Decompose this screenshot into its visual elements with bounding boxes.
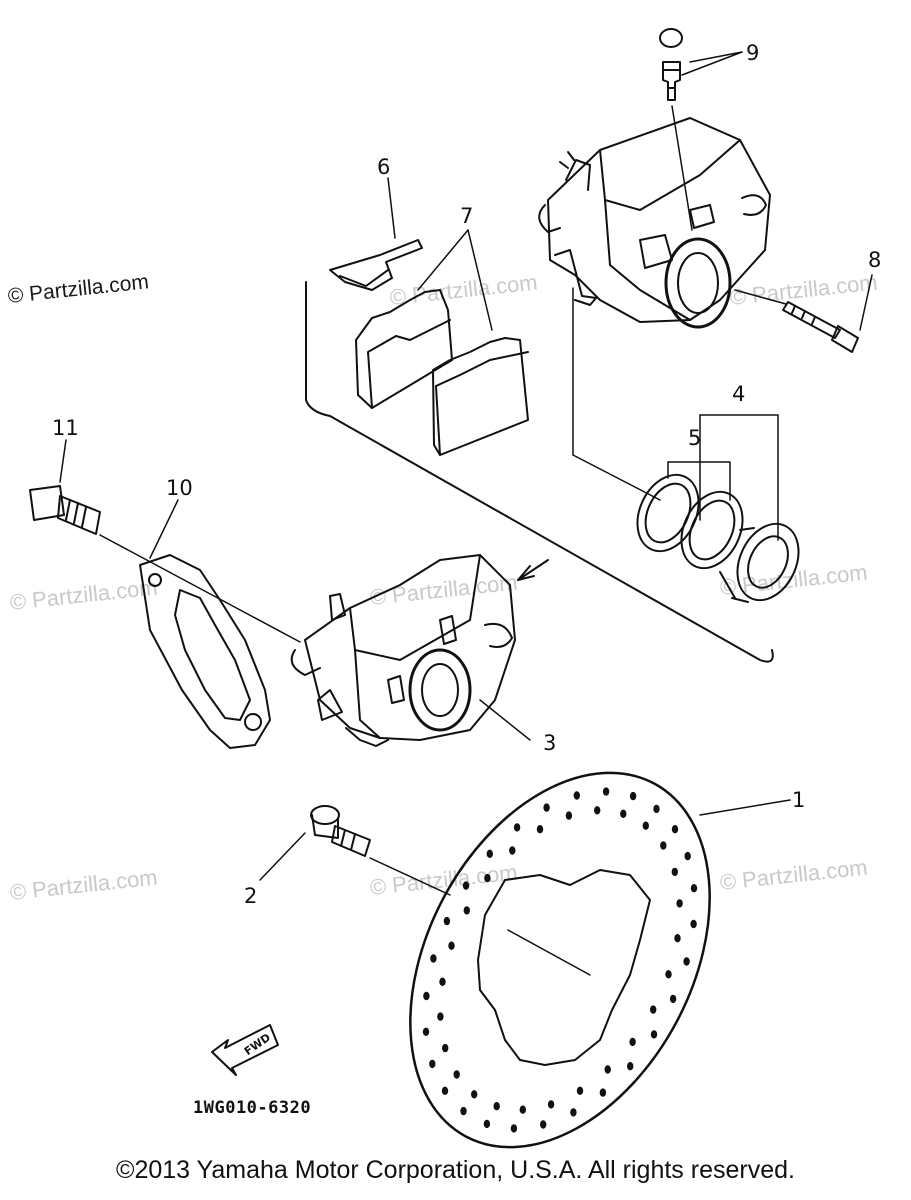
disc-hole xyxy=(627,1062,634,1071)
disc-hole xyxy=(439,977,446,986)
disc-hole xyxy=(422,1027,430,1037)
disc-hole xyxy=(441,1086,449,1096)
piston-seals xyxy=(636,473,800,603)
disc-hole xyxy=(423,991,430,1001)
disc-hole xyxy=(570,1108,577,1117)
disc-screw xyxy=(310,805,371,857)
disc-hole xyxy=(513,823,521,832)
disc-hole xyxy=(599,1088,607,1097)
disc-hole xyxy=(573,791,580,800)
disc-hole xyxy=(671,825,679,834)
disc-hole xyxy=(443,916,451,926)
disc-hole xyxy=(429,1059,436,1069)
disc-hole xyxy=(594,806,601,815)
disc-hole xyxy=(576,1086,584,1096)
callout-8: 8 xyxy=(868,248,882,272)
callout-7: 7 xyxy=(460,204,474,228)
disc-hole xyxy=(540,1120,547,1129)
disc-hole xyxy=(642,821,649,830)
callout-10: 10 xyxy=(166,476,193,500)
disc-hole xyxy=(650,1030,658,1039)
callout-9: 9 xyxy=(746,41,760,65)
disc-hole xyxy=(519,1105,526,1114)
disc-hole xyxy=(543,803,550,812)
disc-hole xyxy=(676,899,683,908)
disc-hole xyxy=(509,846,516,855)
disc-hole xyxy=(565,811,573,820)
bracket-bolt xyxy=(29,485,101,535)
disc-hole xyxy=(690,884,698,893)
disc-hole xyxy=(629,791,637,801)
disc-hole xyxy=(671,867,678,877)
caliper-bracket xyxy=(139,554,271,749)
disc-hole xyxy=(629,1037,636,1047)
disc-hole xyxy=(471,1090,478,1099)
disc-hole xyxy=(437,1012,444,1021)
disc-hole xyxy=(448,941,455,950)
pin-bolt xyxy=(782,301,859,353)
disc-hole xyxy=(547,1100,555,1109)
brake-disc xyxy=(409,771,711,1149)
upper-caliper-body xyxy=(538,117,771,329)
disc-hole xyxy=(684,851,691,861)
callout-3: 3 xyxy=(543,731,557,755)
disc-hole xyxy=(483,1119,491,1129)
callout-6: 6 xyxy=(377,155,391,179)
disc-hole xyxy=(674,934,681,943)
disc-hole xyxy=(604,1065,611,1074)
fwd-arrow-icon xyxy=(211,1024,279,1076)
disc-hole xyxy=(653,804,660,814)
disc-hole xyxy=(463,906,470,915)
disc-hole xyxy=(602,787,610,796)
disc-hole xyxy=(453,1070,460,1079)
disc-hole xyxy=(620,809,627,818)
callout-11: 11 xyxy=(52,416,79,440)
callout-4: 4 xyxy=(732,382,746,406)
disc-hole xyxy=(430,954,437,963)
disc-hole xyxy=(484,873,491,883)
disc-hole xyxy=(665,970,672,979)
part-code: 1WG010-6320 xyxy=(193,1098,312,1118)
disc-hole xyxy=(460,1106,467,1116)
brake-pads xyxy=(355,289,529,456)
disc-hole xyxy=(493,1102,500,1111)
bleed-screw xyxy=(659,28,683,101)
disc-hole xyxy=(669,994,677,1004)
callout-1: 1 xyxy=(792,788,806,812)
disc-hole xyxy=(536,825,544,834)
lower-caliper xyxy=(290,554,516,747)
disc-hole xyxy=(486,849,493,858)
disc-hole xyxy=(462,881,470,890)
disc-hole xyxy=(650,1005,657,1014)
disc-hole xyxy=(660,841,667,850)
callout-5: 5 xyxy=(688,426,702,450)
disc-hole xyxy=(690,919,697,929)
callout-2: 2 xyxy=(244,884,258,908)
copyright-footer: ©2013 Yamaha Motor Corporation, U.S.A. A… xyxy=(116,1156,795,1184)
disc-hole xyxy=(683,957,690,966)
disc-hole xyxy=(442,1043,449,1053)
pad-clip xyxy=(329,239,423,291)
disc-hole xyxy=(510,1124,518,1133)
